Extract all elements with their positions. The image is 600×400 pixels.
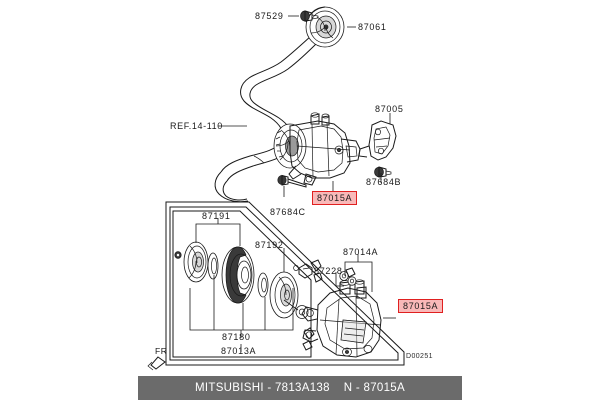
label-87228: 87228 [314,266,343,276]
lower-leader-lines [147,218,396,371]
label-87684C: 87684C [270,207,306,217]
compressor-upper-art [273,112,361,186]
highlight-87015A-lower: 87015A [398,299,444,313]
drive-belt [214,35,319,203]
label-87061: 87061 [358,22,387,32]
mounting-bracket-art [358,120,397,161]
label-87005: 87005 [375,104,404,114]
highlight-87015A-upper: 87015A [312,191,358,205]
bracket-bolt-b-art [374,166,392,178]
pulley-bolt-art [300,10,319,22]
upper-leader-lines [218,15,391,197]
o-ring-parts-art [339,267,357,286]
footer-bar: MITSUBISHI - 7813A138 N - 87015A [138,376,462,400]
label-87684B: 87684B [366,177,402,187]
clutch-exploded-art [174,241,323,351]
label-87191: 87191 [202,211,231,221]
label-87013A: 87013A [221,346,257,356]
label-87014A: 87014A [343,247,379,257]
footer-part-text: N - 87015A [343,382,405,394]
lower-diagram-frame [165,201,405,366]
label-ref-14-110: REF.14-110 [170,121,223,131]
idler-pulley-art [305,6,345,48]
footer-brand-text: MITSUBISHI - 7813A138 [195,382,330,394]
label-drawing-code: D00251 [406,353,433,360]
label-87192: 87192 [255,240,284,250]
compressor-lower-art [301,279,382,358]
label-87529: 87529 [255,11,284,21]
label-87180: 87180 [222,332,251,342]
compressor-bolt-c-art [277,174,307,188]
label-fr-orientation: FR [155,346,168,356]
